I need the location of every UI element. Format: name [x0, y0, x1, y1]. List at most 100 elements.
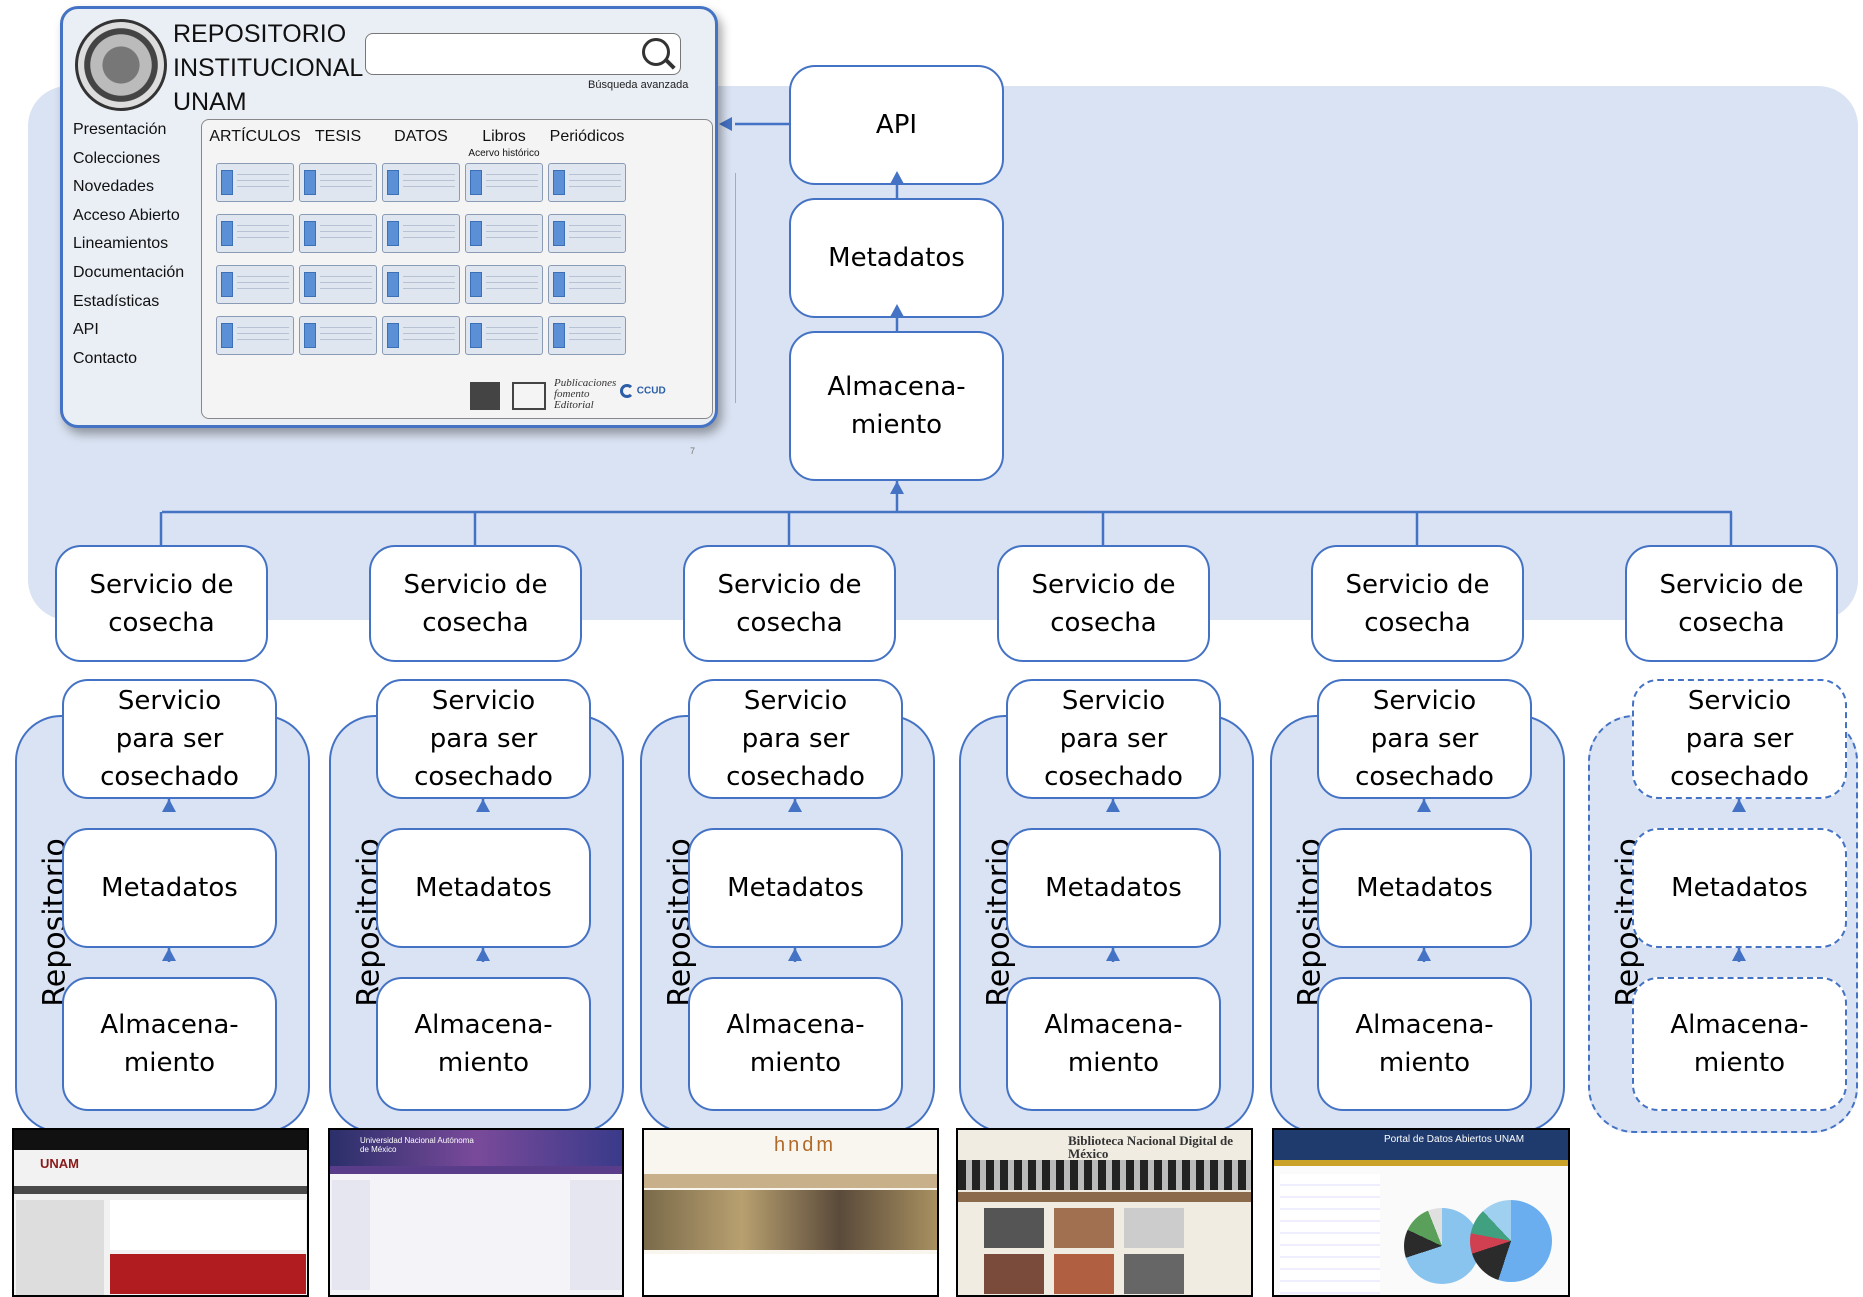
- column-header-tesis[interactable]: TESIS: [314, 128, 362, 145]
- harvest-service-box: Servicio de cosecha: [997, 545, 1210, 662]
- harvest-service-box: Servicio de cosecha: [683, 545, 896, 662]
- column-subheader-libros: Acervo histórico: [468, 148, 540, 159]
- harvestable-service-box: Servicio para ser cosechado: [62, 679, 277, 799]
- repository-metadata-box: Metadatos: [62, 828, 277, 948]
- screenshot-datos-abiertos: Portal de Datos Abiertos UNAM: [1272, 1128, 1570, 1297]
- collection-item-thumbnail[interactable]: [382, 316, 460, 355]
- collection-item-thumbnail[interactable]: [299, 163, 377, 202]
- repository-storage-box: Almacena- miento: [688, 977, 903, 1111]
- menu-item[interactable]: Presentación: [73, 121, 167, 138]
- menu-item[interactable]: Lineamientos: [73, 235, 169, 253]
- repository-metadata-box: Metadatos: [376, 828, 591, 948]
- repository-storage-box: Almacena- miento: [376, 977, 591, 1111]
- logo-publicaciones: Publicaciones fomento Editorial: [554, 378, 616, 411]
- screenshot-tesis: Universidad Nacional Autónoma de México: [328, 1128, 624, 1297]
- arrow-to-metadata: [890, 304, 904, 317]
- arrow-to-metadata: [1417, 948, 1431, 961]
- arrow-to-api: [890, 171, 904, 184]
- arrow-to-mockup: [719, 117, 732, 131]
- repository-storage-box: Almacena- miento: [1632, 977, 1847, 1111]
- collection-item-thumbnail[interactable]: [465, 316, 543, 355]
- harvestable-service-box: Servicio para ser cosechado: [688, 679, 903, 799]
- menu-item[interactable]: API: [73, 321, 99, 339]
- repository-storage-box: Almacena- miento: [1006, 977, 1221, 1111]
- search-input[interactable]: [365, 33, 681, 75]
- arrow-to-metadata: [1106, 948, 1120, 961]
- arrow-to-service: [1417, 799, 1431, 812]
- page-number: 7: [690, 446, 696, 456]
- collection-item-thumbnail[interactable]: [465, 214, 543, 253]
- menu-item[interactable]: Colecciones: [73, 149, 161, 167]
- collection-item-thumbnail[interactable]: [382, 214, 460, 253]
- arrow-to-metadata: [162, 948, 176, 961]
- arrow-to-metadata: [788, 948, 802, 961]
- ccud-icon: [620, 384, 634, 398]
- screenshot-header: Universidad Nacional Autónoma de México: [360, 1136, 474, 1154]
- arrow-to-service: [162, 799, 176, 812]
- search-icon[interactable]: [642, 38, 670, 66]
- column-header-periodicos[interactable]: Periódicos: [549, 128, 625, 145]
- arrow-to-metadata: [1732, 948, 1746, 961]
- repository-metadata-box: Metadatos: [1006, 828, 1221, 948]
- screenshot-hemeroteca: hndm: [642, 1128, 939, 1297]
- collection-item-thumbnail[interactable]: [216, 214, 294, 253]
- collection-item-thumbnail[interactable]: [382, 265, 460, 304]
- repository-storage-box: Almacena- miento: [1317, 977, 1532, 1111]
- collection-item-thumbnail[interactable]: [216, 163, 294, 202]
- arrow-to-service: [476, 799, 490, 812]
- collection-item-thumbnail[interactable]: [216, 265, 294, 304]
- logo-iib: [512, 382, 546, 410]
- mockup-title: REPOSITORIO INSTITUCIONAL UNAM: [173, 20, 364, 116]
- collection-item-thumbnail[interactable]: [548, 214, 626, 253]
- screenshot-header: Portal de Datos Abiertos UNAM: [1384, 1134, 1525, 1145]
- divider: [735, 173, 736, 403]
- column-header-articulos[interactable]: ARTÍCULOS: [209, 128, 301, 145]
- collection-item-thumbnail[interactable]: [382, 163, 460, 202]
- screenshot-header: UNAM: [40, 1156, 79, 1171]
- menu-item[interactable]: Estadísticas: [73, 292, 160, 310]
- menu-item[interactable]: Novedades: [73, 178, 154, 196]
- harvestable-service-box: Servicio para ser cosechado: [1317, 679, 1532, 799]
- logo-text: fomento: [554, 388, 590, 400]
- unam-seal-logo: [75, 19, 167, 111]
- collection-item-thumbnail[interactable]: [548, 265, 626, 304]
- menu-item[interactable]: Contacto: [73, 349, 138, 367]
- harvest-service-box: Servicio de cosecha: [55, 545, 268, 662]
- collection-item-thumbnail[interactable]: [548, 163, 626, 202]
- ccud-text: CCUD: [636, 385, 666, 397]
- screenshot-biblioteca: Biblioteca Nacional Digital de México: [956, 1128, 1253, 1297]
- mockup-menu: Presentación Colecciones Novedades Acces…: [73, 121, 193, 378]
- collection-item-thumbnail[interactable]: [299, 316, 377, 355]
- harvest-service-box: Servicio de cosecha: [1311, 545, 1524, 662]
- advanced-search-link[interactable]: Búsqueda avanzada: [588, 79, 689, 91]
- central-storage-box: Almacena- miento: [789, 331, 1004, 481]
- central-metadata-box: Metadatos: [789, 198, 1004, 318]
- arrow-to-metadata: [476, 948, 490, 961]
- collection-item-thumbnail[interactable]: [465, 265, 543, 304]
- screenshot-revistas: UNAM: [12, 1128, 309, 1297]
- harvest-service-box: Servicio de cosecha: [1625, 545, 1838, 662]
- collection-item-thumbnail[interactable]: [548, 316, 626, 355]
- repository-metadata-box: Metadatos: [1632, 828, 1847, 948]
- api-box: API: [789, 65, 1004, 185]
- collection-item-thumbnail[interactable]: [299, 265, 377, 304]
- arrow-to-service: [788, 799, 802, 812]
- logo-text: Publicaciones: [554, 377, 617, 389]
- collection-item-thumbnail[interactable]: [465, 163, 543, 202]
- column-header-libros[interactable]: Libros: [482, 128, 526, 145]
- repository-storage-box: Almacena- miento: [62, 977, 277, 1111]
- menu-item[interactable]: Documentación: [73, 263, 185, 281]
- arrow-to-service: [1732, 799, 1746, 812]
- logo-dgb: [470, 382, 500, 410]
- repository-metadata-box: Metadatos: [688, 828, 903, 948]
- menu-item[interactable]: Acceso Abierto: [73, 206, 180, 224]
- repository-mockup: REPOSITORIO INSTITUCIONAL UNAM Búsqueda …: [60, 6, 736, 428]
- search-icon-handle: [664, 58, 676, 70]
- logo-text: Editorial: [554, 399, 594, 411]
- harvestable-service-box: Servicio para ser cosechado: [1632, 679, 1847, 799]
- collection-item-thumbnail[interactable]: [299, 214, 377, 253]
- harvestable-service-box: Servicio para ser cosechado: [376, 679, 591, 799]
- collection-item-thumbnail[interactable]: [216, 316, 294, 355]
- column-header-datos[interactable]: DATOS: [394, 128, 448, 145]
